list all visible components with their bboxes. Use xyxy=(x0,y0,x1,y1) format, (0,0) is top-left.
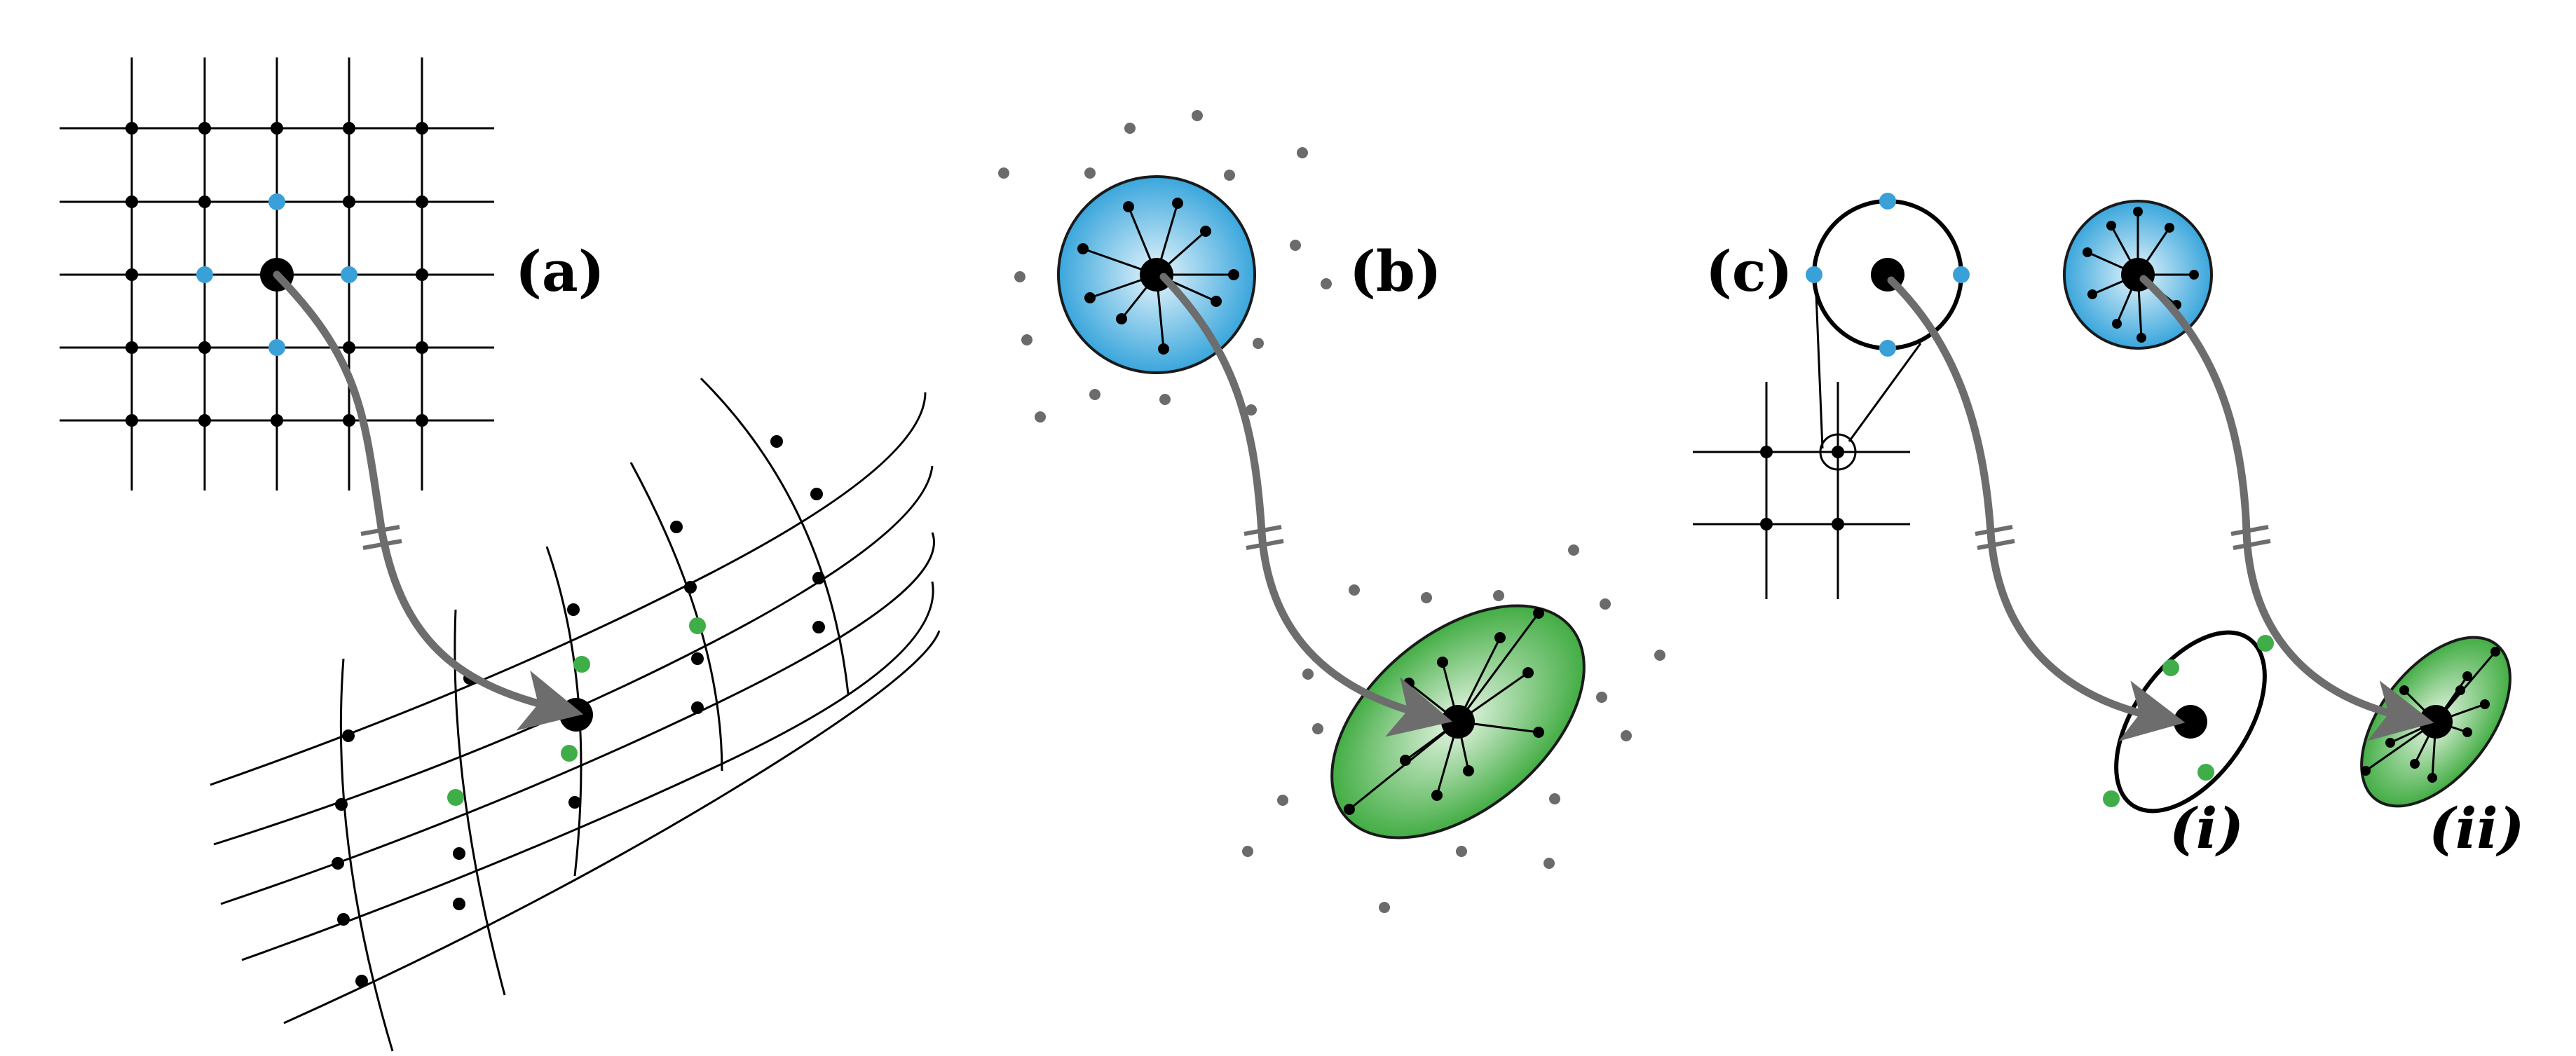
mapping-arrow-a xyxy=(273,270,584,731)
scatter-points xyxy=(998,110,1665,913)
deformed-grid-nodes xyxy=(332,435,825,987)
label-i: (i) xyxy=(2169,795,2244,861)
green-kernel xyxy=(1330,604,1586,839)
label-c: (c) xyxy=(1705,238,1792,304)
neighbor-nodes-blue xyxy=(196,193,357,356)
blue-kernel xyxy=(1057,175,1256,374)
mapped-center-node xyxy=(559,698,593,732)
neighbor-nodes-green xyxy=(447,617,706,806)
panel-a: (a) xyxy=(60,57,941,1052)
label-ii: (ii) xyxy=(2429,795,2524,861)
ellipse-sampling xyxy=(2103,630,2274,814)
mapping-arrow-c-ii xyxy=(2139,275,2434,741)
mapping-arrow-c-i xyxy=(1887,276,2186,741)
panel-b: (b) xyxy=(998,110,1665,913)
small-grid xyxy=(1693,276,1922,599)
label-a: (a) xyxy=(515,238,605,304)
panel-c: (c) xyxy=(1693,193,2524,861)
label-b: (b) xyxy=(1349,238,1442,304)
circle-sampling xyxy=(1806,193,1970,357)
grid-nodes xyxy=(125,122,428,427)
mapping-arrow-b xyxy=(1159,273,1453,737)
